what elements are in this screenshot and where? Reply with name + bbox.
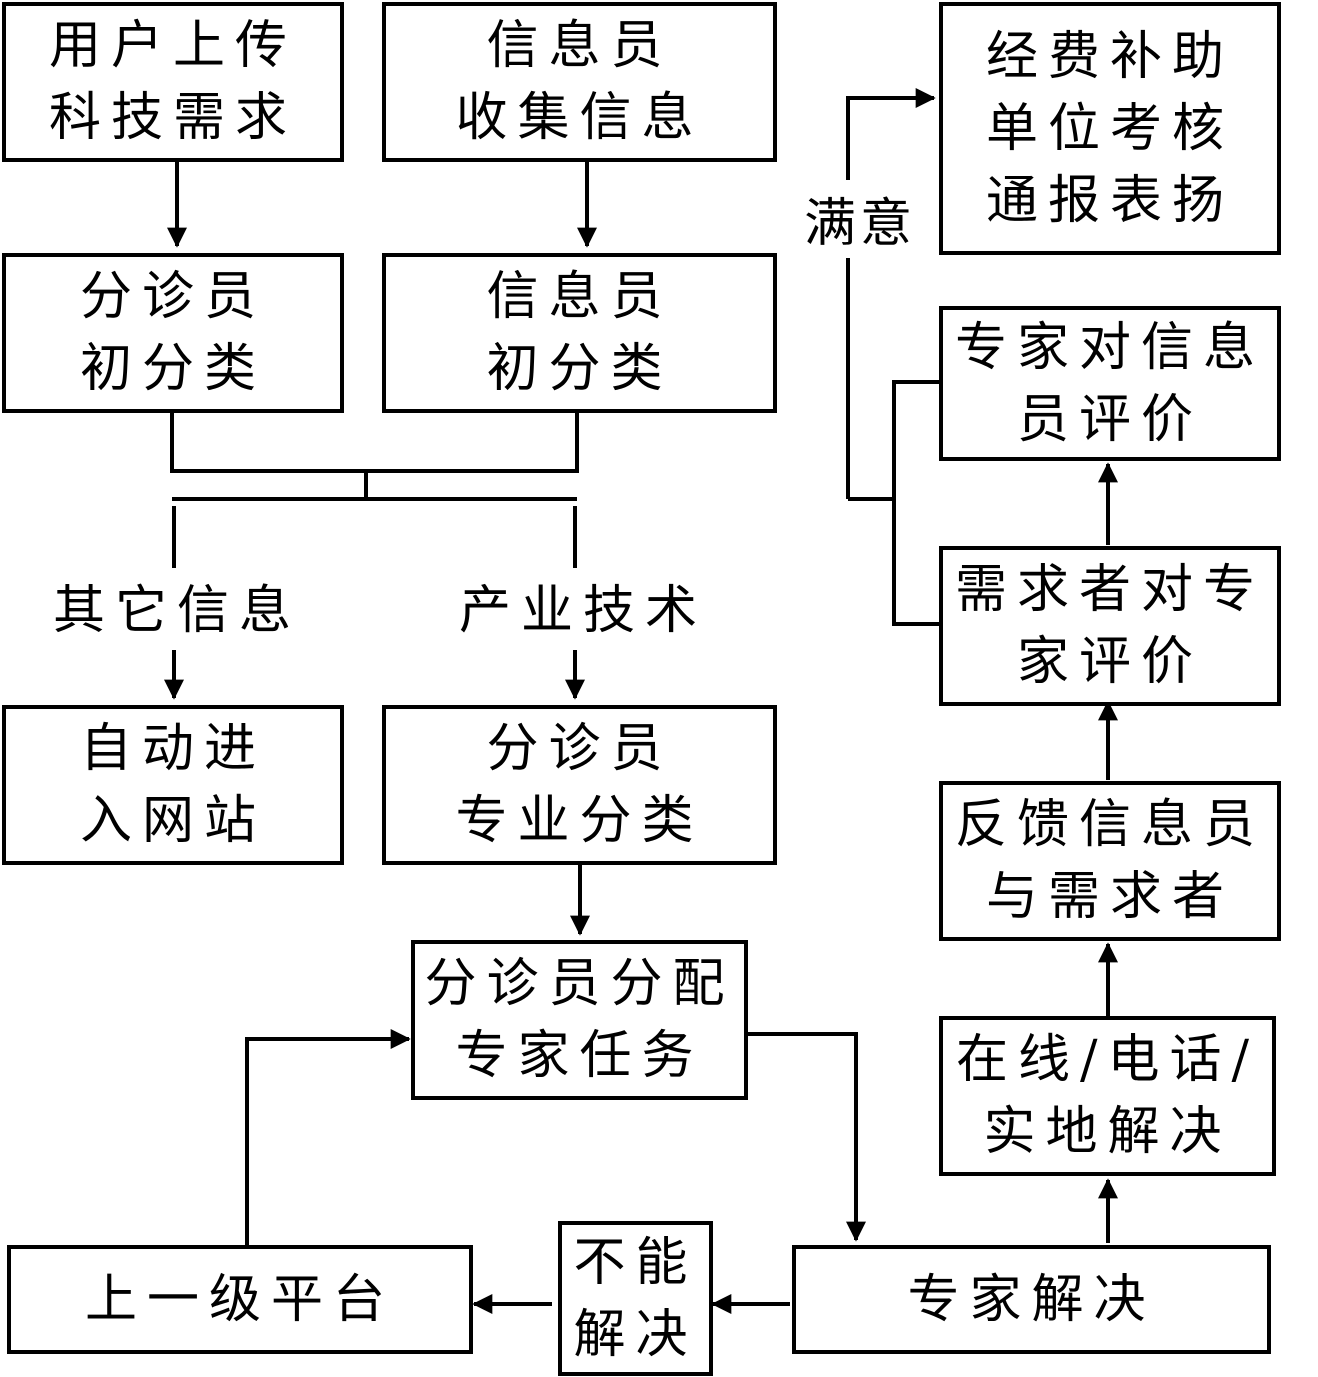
label-other-info: 其它信息 [52,581,302,641]
node-assign-expert-line-1: 分诊员分配 [424,954,735,1014]
node-rewards-line-3: 通报表扬 [985,170,1234,231]
node-user-upload-line-2: 科技需求 [48,88,297,148]
node-triage-initial: 分诊员 初分类 [2,253,344,413]
node-feedback-line-2: 与需求者 [985,867,1234,927]
node-upper-platform-line-1: 上一级平台 [84,1269,395,1330]
node-info-initial: 信息员 初分类 [382,253,777,413]
node-online-solve-line-1: 在线/电话/ [955,1030,1260,1090]
node-eval-info-line-1: 专家对信息 [954,317,1265,378]
node-cannot-solve-line-2: 解决 [573,1304,698,1365]
node-rewards-line-2: 单位考核 [985,98,1234,159]
node-triage-professional-line-1: 分诊员 [486,719,673,779]
node-user-upload: 用户上传 科技需求 [2,2,344,162]
node-upper-platform: 上一级平台 [7,1245,473,1354]
node-info-collect-line-2: 收集信息 [455,88,704,148]
node-info-collect-line-1: 信息员 [486,16,673,76]
arrow-assign-to-expert [747,1032,866,1242]
label-satisfied: 满意 [798,194,922,254]
node-eval-expert: 需求者对专 家评价 [939,546,1281,706]
node-eval-info: 专家对信息 员评价 [939,306,1281,461]
node-online-solve: 在线/电话/ 实地解决 [939,1016,1276,1176]
node-expert-solve: 专家解决 [792,1245,1271,1354]
node-info-initial-line-1: 信息员 [486,267,673,327]
node-eval-expert-line-2: 家评价 [1016,632,1203,692]
node-feedback: 反馈信息员 与需求者 [939,781,1281,941]
node-cannot-solve-line-1: 不能 [573,1232,698,1293]
node-rewards: 经费补助 单位考核 通报表扬 [939,2,1281,255]
node-user-upload-line-1: 用户上传 [48,16,297,76]
label-industry-tech: 产业技术 [458,581,708,641]
node-auto-website-line-1: 自动进 [79,719,266,779]
node-triage-professional: 分诊员 专业分类 [382,705,777,865]
node-triage-professional-line-2: 专业分类 [455,791,704,851]
node-feedback-line-1: 反馈信息员 [954,795,1265,855]
merge-connector [170,413,579,473]
node-rewards-line-1: 经费补助 [985,26,1234,87]
node-expert-solve-line-1: 专家解决 [907,1269,1156,1330]
arrow-upper-to-assign [245,1029,411,1245]
node-assign-expert: 分诊员分配 专家任务 [411,940,748,1100]
node-auto-website: 自动进 入网站 [2,705,344,865]
evaluation-bracket [892,380,940,626]
node-online-solve-line-2: 实地解决 [983,1102,1232,1162]
arrow-satisfied-to-rewards [846,88,936,180]
node-triage-initial-line-1: 分诊员 [79,267,266,327]
node-auto-website-line-2: 入网站 [79,791,266,851]
node-assign-expert-line-2: 专家任务 [455,1026,704,1086]
node-eval-info-line-2: 员评价 [1016,389,1203,450]
node-triage-initial-line-2: 初分类 [79,339,266,399]
node-info-initial-line-2: 初分类 [486,339,673,399]
node-info-collect: 信息员 收集信息 [382,2,777,162]
node-cannot-solve: 不能 解决 [558,1221,713,1376]
node-eval-expert-line-1: 需求者对专 [954,560,1265,620]
